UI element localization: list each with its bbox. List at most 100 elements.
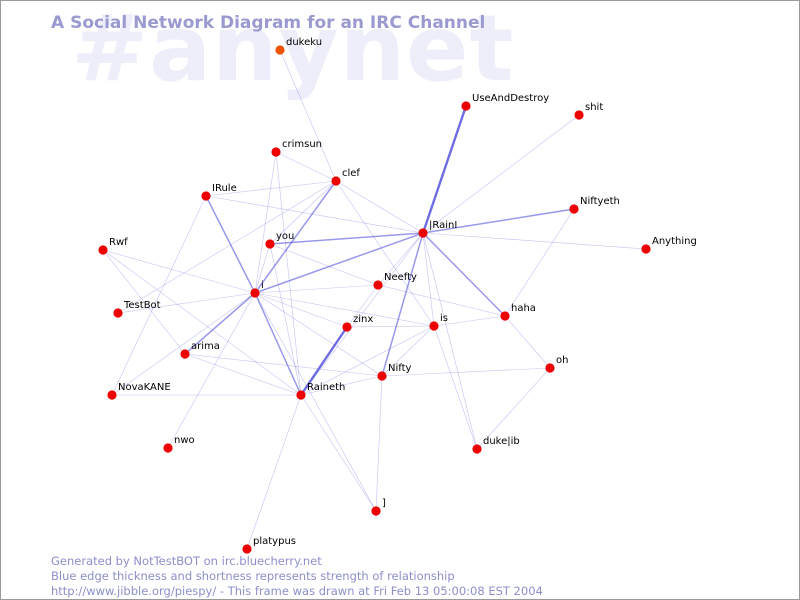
node-haha[interactable]: haha <box>500 303 536 321</box>
edge-i-raineth <box>254 292 302 396</box>
node-is[interactable]: is <box>429 313 448 331</box>
node-dot[interactable] <box>569 204 579 214</box>
node-arima[interactable]: arima <box>180 341 220 359</box>
node-dot[interactable] <box>98 245 108 255</box>
node-dot[interactable] <box>271 147 281 157</box>
node-bracket[interactable]: ] <box>371 498 386 516</box>
node-nifty[interactable]: Nifty <box>377 363 412 381</box>
node-i[interactable]: i <box>250 280 264 298</box>
node-label: ] <box>382 498 386 509</box>
node-nwo[interactable]: nwo <box>163 435 195 453</box>
node-dot[interactable] <box>545 363 555 373</box>
edge-you-neefty <box>269 243 379 286</box>
node-novakane[interactable]: NovaKANE <box>107 382 171 400</box>
edge-nifty-bracket <box>375 375 383 512</box>
node-label: you <box>276 231 294 242</box>
footer-url-timestamp: http://www.jibble.org/piespy/ - This fra… <box>51 584 543 598</box>
node-label: TestBot <box>123 300 161 311</box>
node-testbot[interactable]: TestBot <box>113 300 161 318</box>
node-dot[interactable] <box>242 544 252 554</box>
node-dot[interactable] <box>461 101 471 111</box>
node-dot[interactable] <box>180 349 190 359</box>
edge-rwf-arima <box>102 249 186 355</box>
node-dot[interactable] <box>373 280 383 290</box>
edge-i-novakane <box>111 292 256 396</box>
node-platypus[interactable]: platypus <box>242 536 296 554</box>
edge-clef-testbot <box>117 180 337 314</box>
node-label: Rwf <box>109 237 128 248</box>
footer-generated-by: Generated by NotTestBOT on irc.bluecherr… <box>51 554 322 568</box>
node-dot[interactable] <box>574 110 584 120</box>
node-dot[interactable] <box>275 45 285 55</box>
node-crimsun[interactable]: crimsun <box>271 139 322 157</box>
edge-arima-raineth <box>184 353 302 396</box>
node-dot[interactable] <box>377 371 387 381</box>
node-raini[interactable]: |RainI <box>418 220 457 238</box>
edge-raineth-bracket <box>300 394 377 512</box>
edge-dukeku-clef <box>279 49 337 182</box>
edge-you-i <box>254 243 271 294</box>
edge-anything-raini <box>422 232 647 250</box>
node-dukeku[interactable]: dukeku <box>275 37 322 55</box>
node-dot[interactable] <box>342 322 352 332</box>
edge-niftyeth-haha <box>504 208 575 317</box>
node-label: shit <box>585 102 603 113</box>
node-dot[interactable] <box>250 288 260 298</box>
edge-oh-duke-ib <box>476 367 551 450</box>
node-dot[interactable] <box>331 176 341 186</box>
node-useanddestroy[interactable]: UseAndDestroy <box>461 93 549 111</box>
node-niftyeth[interactable]: Niftyeth <box>569 196 620 214</box>
node-irule[interactable]: IRule <box>201 183 237 201</box>
edge-i-nifty <box>254 292 383 377</box>
node-dot[interactable] <box>418 228 428 238</box>
node-label: dukeku <box>286 37 322 48</box>
node-dot[interactable] <box>429 321 439 331</box>
diagram-title: A Social Network Diagram for an IRC Chan… <box>51 13 486 33</box>
node-raineth[interactable]: Raineth <box>296 382 345 400</box>
node-you[interactable]: you <box>265 231 294 249</box>
footer-legend-note: Blue edge thickness and shortness repres… <box>51 569 455 583</box>
node-label: crimsun <box>282 139 322 150</box>
node-label: UseAndDestroy <box>472 93 549 104</box>
node-rwf[interactable]: Rwf <box>98 237 128 255</box>
node-dot[interactable] <box>500 311 510 321</box>
node-dot[interactable] <box>163 443 173 453</box>
node-dot[interactable] <box>113 308 123 318</box>
edge-neefty-zinx <box>346 284 379 328</box>
edge-crimsun-clef <box>275 151 337 182</box>
edge-rwf-i <box>102 249 256 294</box>
node-oh[interactable]: oh <box>545 355 568 373</box>
node-label: Anything <box>652 236 697 247</box>
node-dot[interactable] <box>641 244 651 254</box>
edge-is-duke-ib <box>433 325 478 450</box>
edge-arima-nifty <box>184 353 383 377</box>
edge-oh-haha <box>504 315 551 369</box>
node-label: NovaKANE <box>118 382 171 393</box>
node-dot[interactable] <box>371 506 381 516</box>
edge-crimsun-raineth <box>275 151 302 396</box>
node-shit[interactable]: shit <box>574 102 603 120</box>
edge-i-nwo <box>167 292 256 449</box>
node-dot[interactable] <box>296 390 306 400</box>
edge-raini-duke-ib <box>422 232 478 450</box>
channel-watermark: #anynet <box>71 0 515 102</box>
node-duke-ib[interactable]: duke|ib <box>472 436 520 454</box>
edge-i-arima <box>184 292 256 355</box>
edge-i-testbot <box>117 292 256 314</box>
node-label: clef <box>342 168 360 179</box>
node-clef[interactable]: clef <box>331 168 360 186</box>
node-dot[interactable] <box>265 239 275 249</box>
edge-you-raineth <box>269 243 302 396</box>
node-dot[interactable] <box>201 191 211 201</box>
edge-raini-haha <box>422 232 506 317</box>
node-neefty[interactable]: Neefty <box>373 272 417 290</box>
edge-niftyeth-raini <box>422 208 575 234</box>
edge-i-bracket <box>254 292 377 512</box>
node-zinx[interactable]: zinx <box>342 314 373 332</box>
node-anything[interactable]: Anything <box>641 236 697 254</box>
node-dot[interactable] <box>107 390 117 400</box>
node-dot[interactable] <box>472 444 482 454</box>
node-label: IRule <box>212 183 237 194</box>
